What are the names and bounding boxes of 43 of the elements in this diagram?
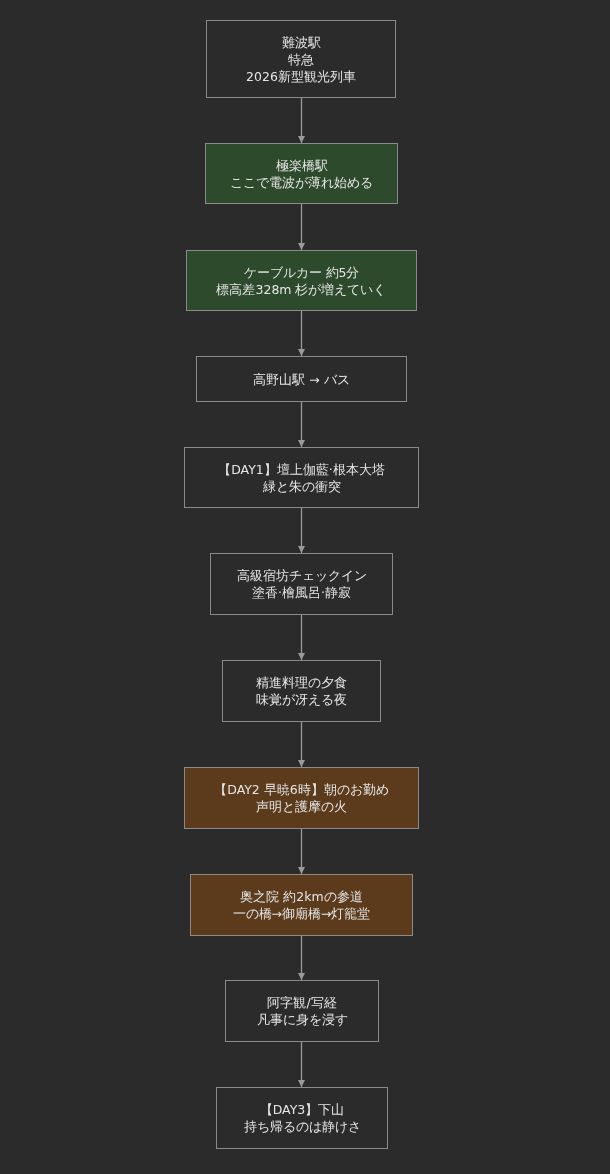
- box-text: ケーブルカー 約5分: [243, 263, 360, 281]
- process-box: [186, 250, 417, 311]
- box-text: 味覚が冴える夜: [256, 691, 347, 708]
- arrow: [298, 614, 305, 661]
- box-text: 阿字観/写経: [267, 994, 337, 1011]
- arrow: [298, 203, 305, 251]
- process-box: [184, 767, 419, 829]
- box-text: 【DAY3】下山: [259, 1101, 345, 1118]
- process-box: [216, 1087, 388, 1149]
- box-text: 凡事に身を浸す: [256, 1011, 348, 1028]
- box-text: 高級宿坊チェックイン: [236, 567, 367, 584]
- box-text: 奥之院 約2kmの参道: [240, 888, 363, 905]
- arrow: [298, 935, 305, 981]
- box-text: 塗香·檜風呂·静寂: [252, 584, 351, 601]
- process-box: [225, 980, 379, 1042]
- box-text: 持ち帰るのは静けさ: [243, 1118, 361, 1135]
- process-box: [190, 874, 413, 936]
- process-box: [210, 553, 393, 615]
- box-text: 高野山駅 → バス: [253, 370, 350, 388]
- arrow: [298, 507, 305, 554]
- box-text: 一の橋→御廟橋→灯籠堂: [232, 905, 371, 922]
- box-text: 難波駅: [281, 33, 321, 51]
- box-text: 極楽橋駅: [275, 156, 328, 174]
- box-text: 標高差328m 杉が増えていく: [216, 280, 387, 298]
- box-text: 声明と護摩の火: [256, 798, 347, 815]
- process-box: [205, 143, 398, 204]
- process-box: [222, 660, 381, 722]
- arrow: [298, 828, 305, 875]
- box-text: 特急: [288, 50, 314, 68]
- box-text: 緑と朱の衝突: [262, 477, 341, 495]
- arrow: [298, 721, 305, 768]
- arrow: [298, 1041, 305, 1088]
- arrow: [298, 97, 305, 144]
- box-text: 【DAY1】壇上伽藍·根本大塔: [218, 460, 385, 478]
- process-box: [206, 20, 396, 98]
- arrow: [298, 310, 305, 357]
- process-box: [184, 447, 419, 508]
- box-text: 【DAY2 早暁6時】朝のお勤め: [214, 781, 389, 798]
- arrow: [298, 401, 305, 448]
- box-text: ここで電波が薄れ始める: [230, 173, 373, 191]
- box-text: 2026新型観光列車: [246, 67, 356, 85]
- box-text: 精進料理の夕食: [256, 674, 347, 691]
- process-box: [196, 356, 407, 402]
